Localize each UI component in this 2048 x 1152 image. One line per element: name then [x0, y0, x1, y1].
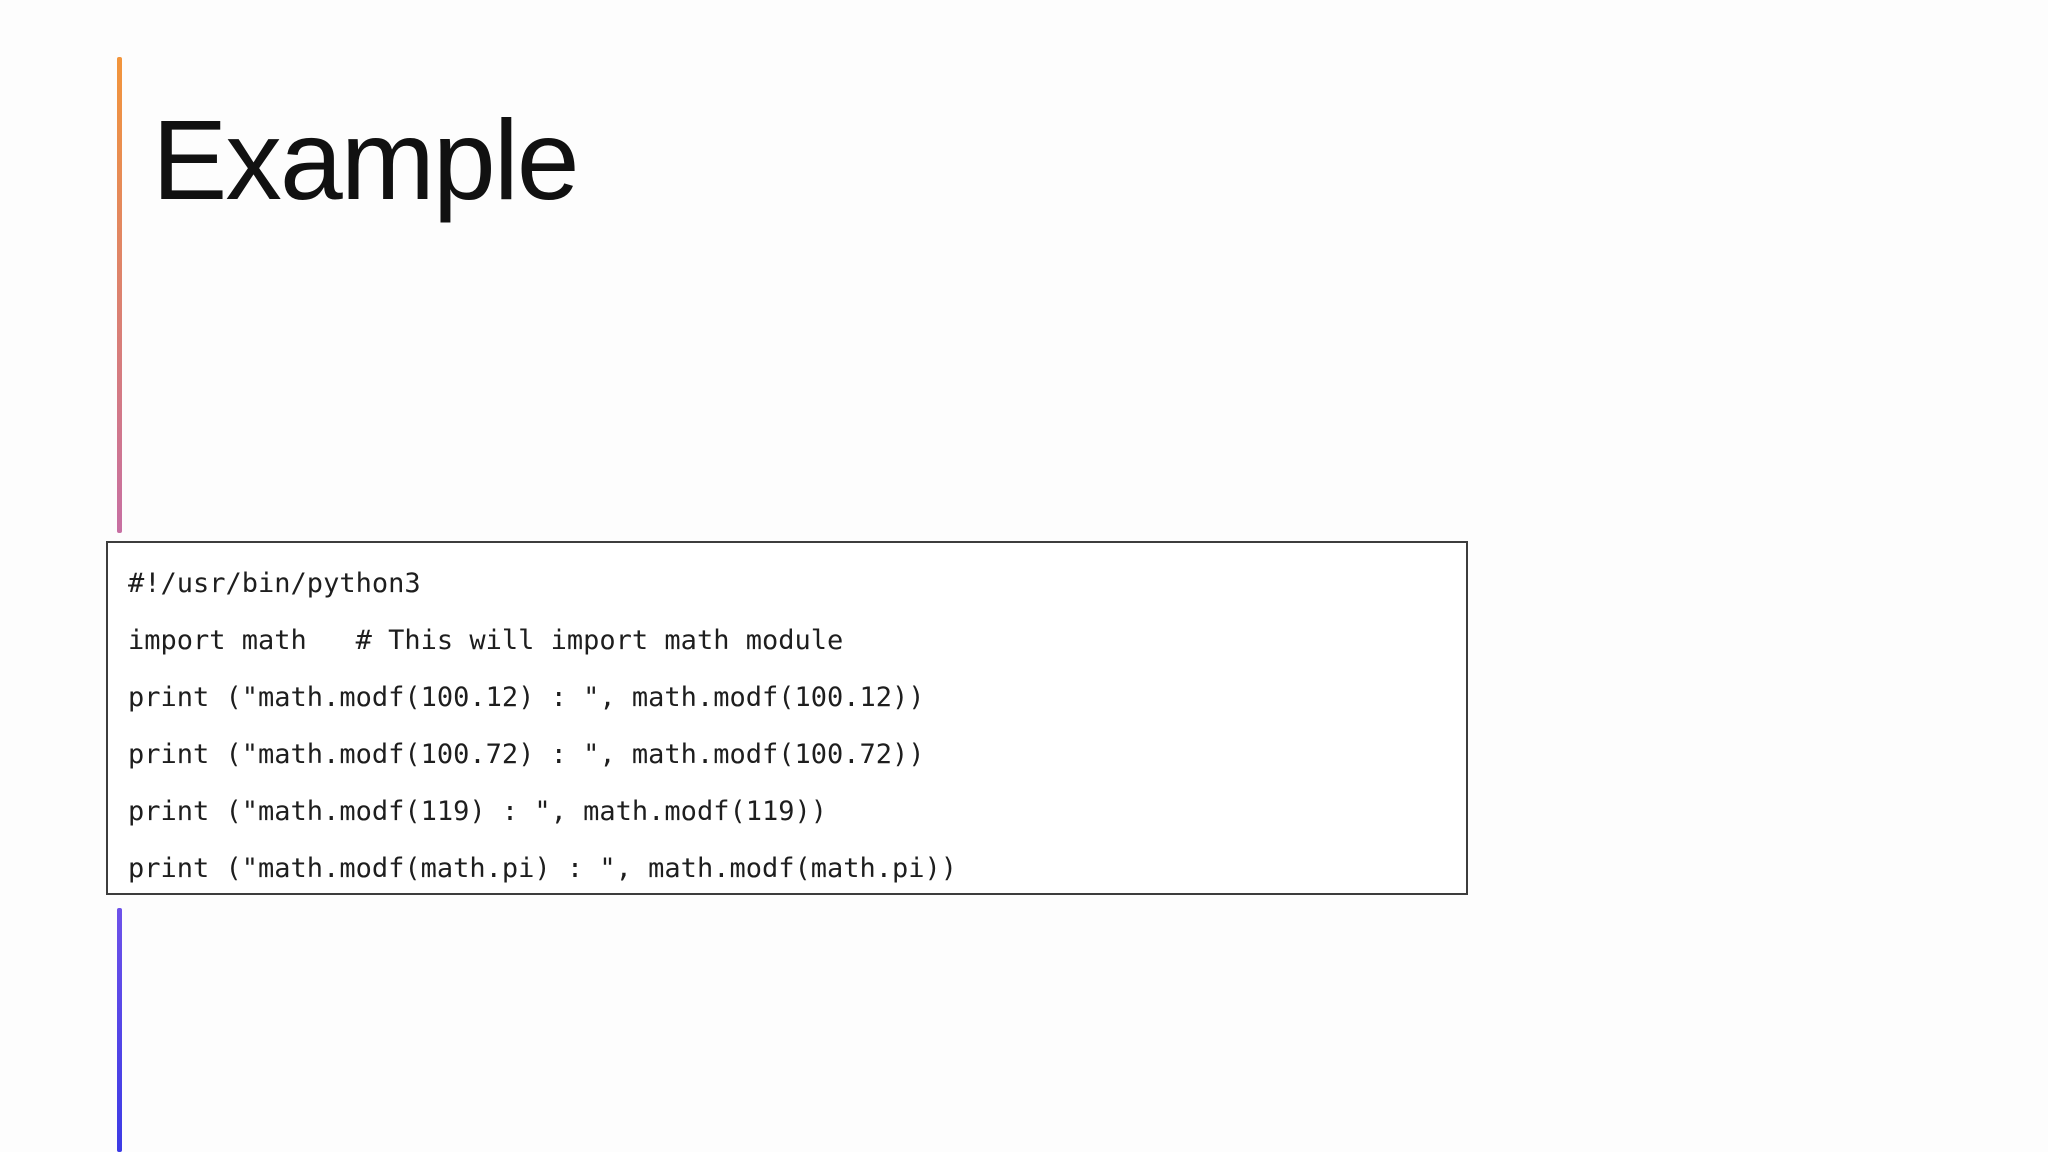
code-line: print ("math.modf(math.pi) : ", math.mod… [128, 853, 958, 884]
code-line: #!/usr/bin/python3 [128, 568, 421, 599]
code-block: #!/usr/bin/python3 import math # This wi… [106, 541, 1468, 895]
code-line: print ("math.modf(100.12) : ", math.modf… [128, 682, 925, 713]
code-line: print ("math.modf(119) : ", math.modf(11… [128, 796, 827, 827]
code-line: print ("math.modf(100.72) : ", math.modf… [128, 739, 925, 770]
code-line: import math # This will import math modu… [128, 625, 844, 656]
slide-title: Example [152, 97, 580, 223]
accent-line-bottom [117, 908, 122, 1152]
accent-line-top [117, 57, 122, 533]
